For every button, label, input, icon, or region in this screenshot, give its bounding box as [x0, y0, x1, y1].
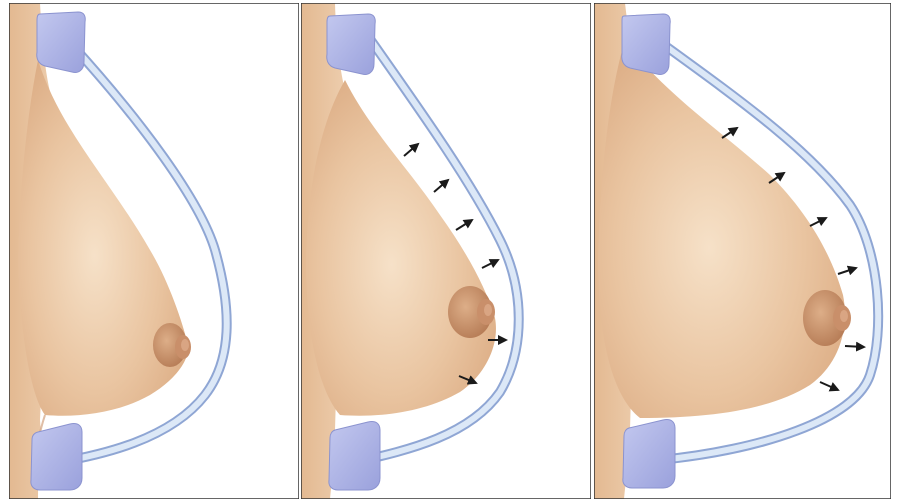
expansion-arrow-icon	[845, 346, 864, 347]
anchor-pad-icon	[623, 419, 675, 488]
anchor-pad-icon	[31, 423, 82, 490]
anchor-pad-icon	[37, 12, 85, 73]
panel-3	[594, 3, 891, 499]
anchor-pad-icon	[327, 14, 375, 75]
anchor-pad-icon	[329, 421, 380, 490]
anchor-pad-icon	[622, 14, 670, 75]
panel-1	[9, 3, 299, 499]
panel-2	[301, 3, 591, 499]
